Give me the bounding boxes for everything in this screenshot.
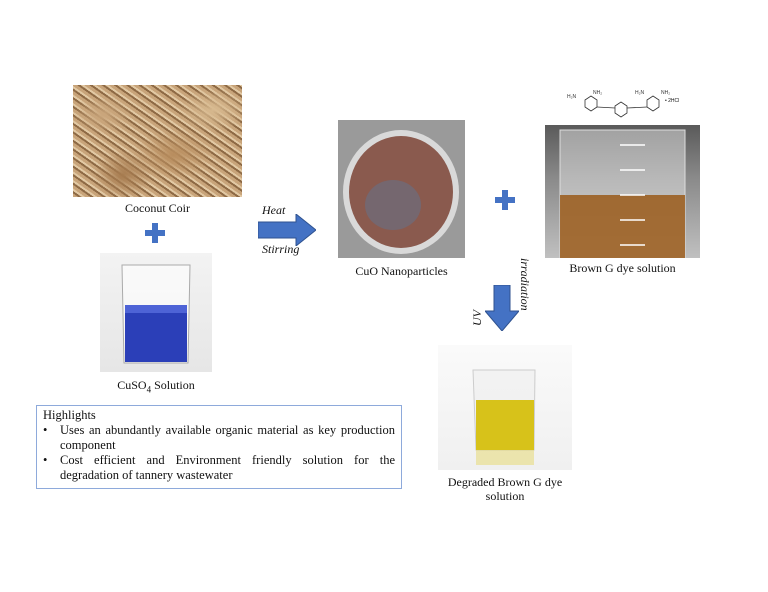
svg-text:H₂N: H₂N: [567, 94, 577, 100]
highlight-item: Uses an abundantly available organic mat…: [43, 423, 395, 453]
degraded-dye-beaker-photo: [438, 345, 572, 470]
plus-icon: [145, 223, 165, 243]
stirring-label: Stirring: [262, 242, 300, 256]
degraded-label: Degraded Brown G dye solution: [420, 475, 590, 503]
brown-g-structure: H₂N NH₂ H₂N NH₂: [567, 90, 670, 118]
petri-dish-icon: [343, 130, 459, 254]
svg-text:H₂N: H₂N: [635, 90, 645, 96]
right-arrow-icon: [258, 214, 316, 246]
heat-label: Heat: [262, 203, 286, 217]
beaker-icon: [559, 129, 686, 258]
dye-label: Brown G dye solution: [569, 261, 676, 275]
coconut-coir-label: Coconut Coir: [125, 201, 190, 215]
coconut-coir-photo: [73, 85, 242, 197]
svg-text:NH₂: NH₂: [593, 90, 602, 96]
highlight-item: Cost efficient and Environment friendly …: [43, 453, 395, 483]
highlights-title: Highlights: [43, 408, 96, 422]
beaker-icon: [472, 369, 536, 465]
plus-icon: [495, 190, 515, 210]
down-arrow-icon: [485, 285, 519, 331]
highlights-box: Highlights Uses an abundantly available …: [36, 405, 402, 489]
cuso4-beaker-photo: [100, 253, 212, 372]
cuso4-label: CuSO4 Solution: [117, 378, 195, 395]
svg-text:NH₂: NH₂: [661, 90, 670, 96]
beaker-icon: [121, 264, 191, 364]
cuo-nanoparticles-photo: [338, 120, 465, 258]
uv-label: UV: [470, 310, 484, 326]
brown-g-dye-beaker-photo: [545, 125, 700, 258]
irradiation-label: irradiation: [518, 258, 532, 311]
structure-salt-label: • 2HCl: [665, 98, 680, 104]
degraded-label-line2: solution: [485, 489, 525, 503]
cuo-label: CuO Nanoparticles: [355, 264, 448, 278]
degraded-label-line1: Degraded Brown G dye: [447, 475, 563, 489]
